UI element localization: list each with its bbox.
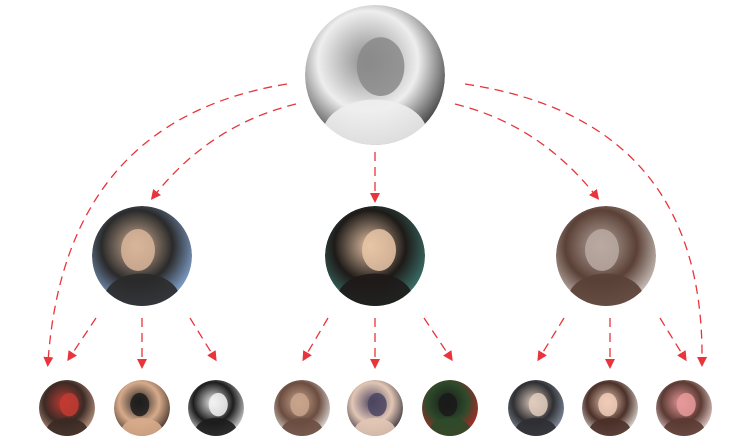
arrow-child-1-to-grandchild-1 <box>67 317 97 362</box>
avatar-woman-with-dog <box>508 380 564 436</box>
avatar-shoulders <box>515 417 557 436</box>
avatar-face <box>528 392 548 417</box>
avatar-face <box>585 229 619 271</box>
arrow-child-2-to-grandchild-4 <box>302 317 329 362</box>
arrow-child-3-to-grandchild-7 <box>537 317 565 362</box>
avatar-shoulders <box>195 417 237 436</box>
avatar-face <box>362 229 396 271</box>
avatar-woman-at-beach <box>325 206 425 306</box>
avatar-face <box>676 392 696 417</box>
avatar-girl-white-hat <box>582 380 638 436</box>
avatar-shoulders <box>322 99 428 145</box>
avatar-shoulders <box>46 417 88 436</box>
arrow-root-to-grandchild-9 <box>464 83 708 367</box>
arrow-root-to-child-3 <box>454 103 600 200</box>
avatar-shoulders <box>589 417 631 436</box>
avatar-woman-by-window <box>556 206 656 306</box>
avatar-woman-side-profile <box>274 380 330 436</box>
avatar-girl-blush-pink <box>656 380 712 436</box>
arrow-root-to-grandchild-1 <box>43 83 288 367</box>
avatar-face <box>208 392 228 417</box>
avatar-shoulders <box>281 417 323 436</box>
avatar-woman-red-glasses <box>39 380 95 436</box>
avatar-shoulders <box>337 273 413 306</box>
avatar-shoulders <box>354 417 396 436</box>
avatar-shoulders <box>568 273 644 306</box>
avatar-face <box>438 392 458 417</box>
arrow-root-to-child-1 <box>150 103 297 200</box>
avatar-shoulders <box>104 273 180 306</box>
avatar-shoulders <box>429 417 471 436</box>
avatars-layer <box>39 5 712 436</box>
arrow-child-2-to-grandchild-6 <box>423 317 453 362</box>
arrow-child-3-to-grandchild-9 <box>659 317 687 362</box>
avatar-shoulders <box>663 417 705 436</box>
avatar-face <box>59 392 79 417</box>
avatar-face <box>367 392 387 417</box>
avatar-face <box>121 229 155 271</box>
avatar-red-flowers <box>422 380 478 436</box>
avatar-face <box>290 392 310 417</box>
avatar-face <box>356 37 405 96</box>
avatar-couple-standing <box>188 380 244 436</box>
arrows-layer <box>43 83 708 369</box>
avatar-face <box>130 392 150 417</box>
avatar-face <box>598 392 618 417</box>
avatar-boy-face-closeup <box>114 380 170 436</box>
avatar-woman-long-hair <box>347 380 403 436</box>
avatar-man-with-scarf <box>92 206 192 306</box>
avatar-shoulders <box>121 417 163 436</box>
avatar-husky-dog <box>305 5 445 145</box>
arrow-child-1-to-grandchild-3 <box>189 317 217 362</box>
